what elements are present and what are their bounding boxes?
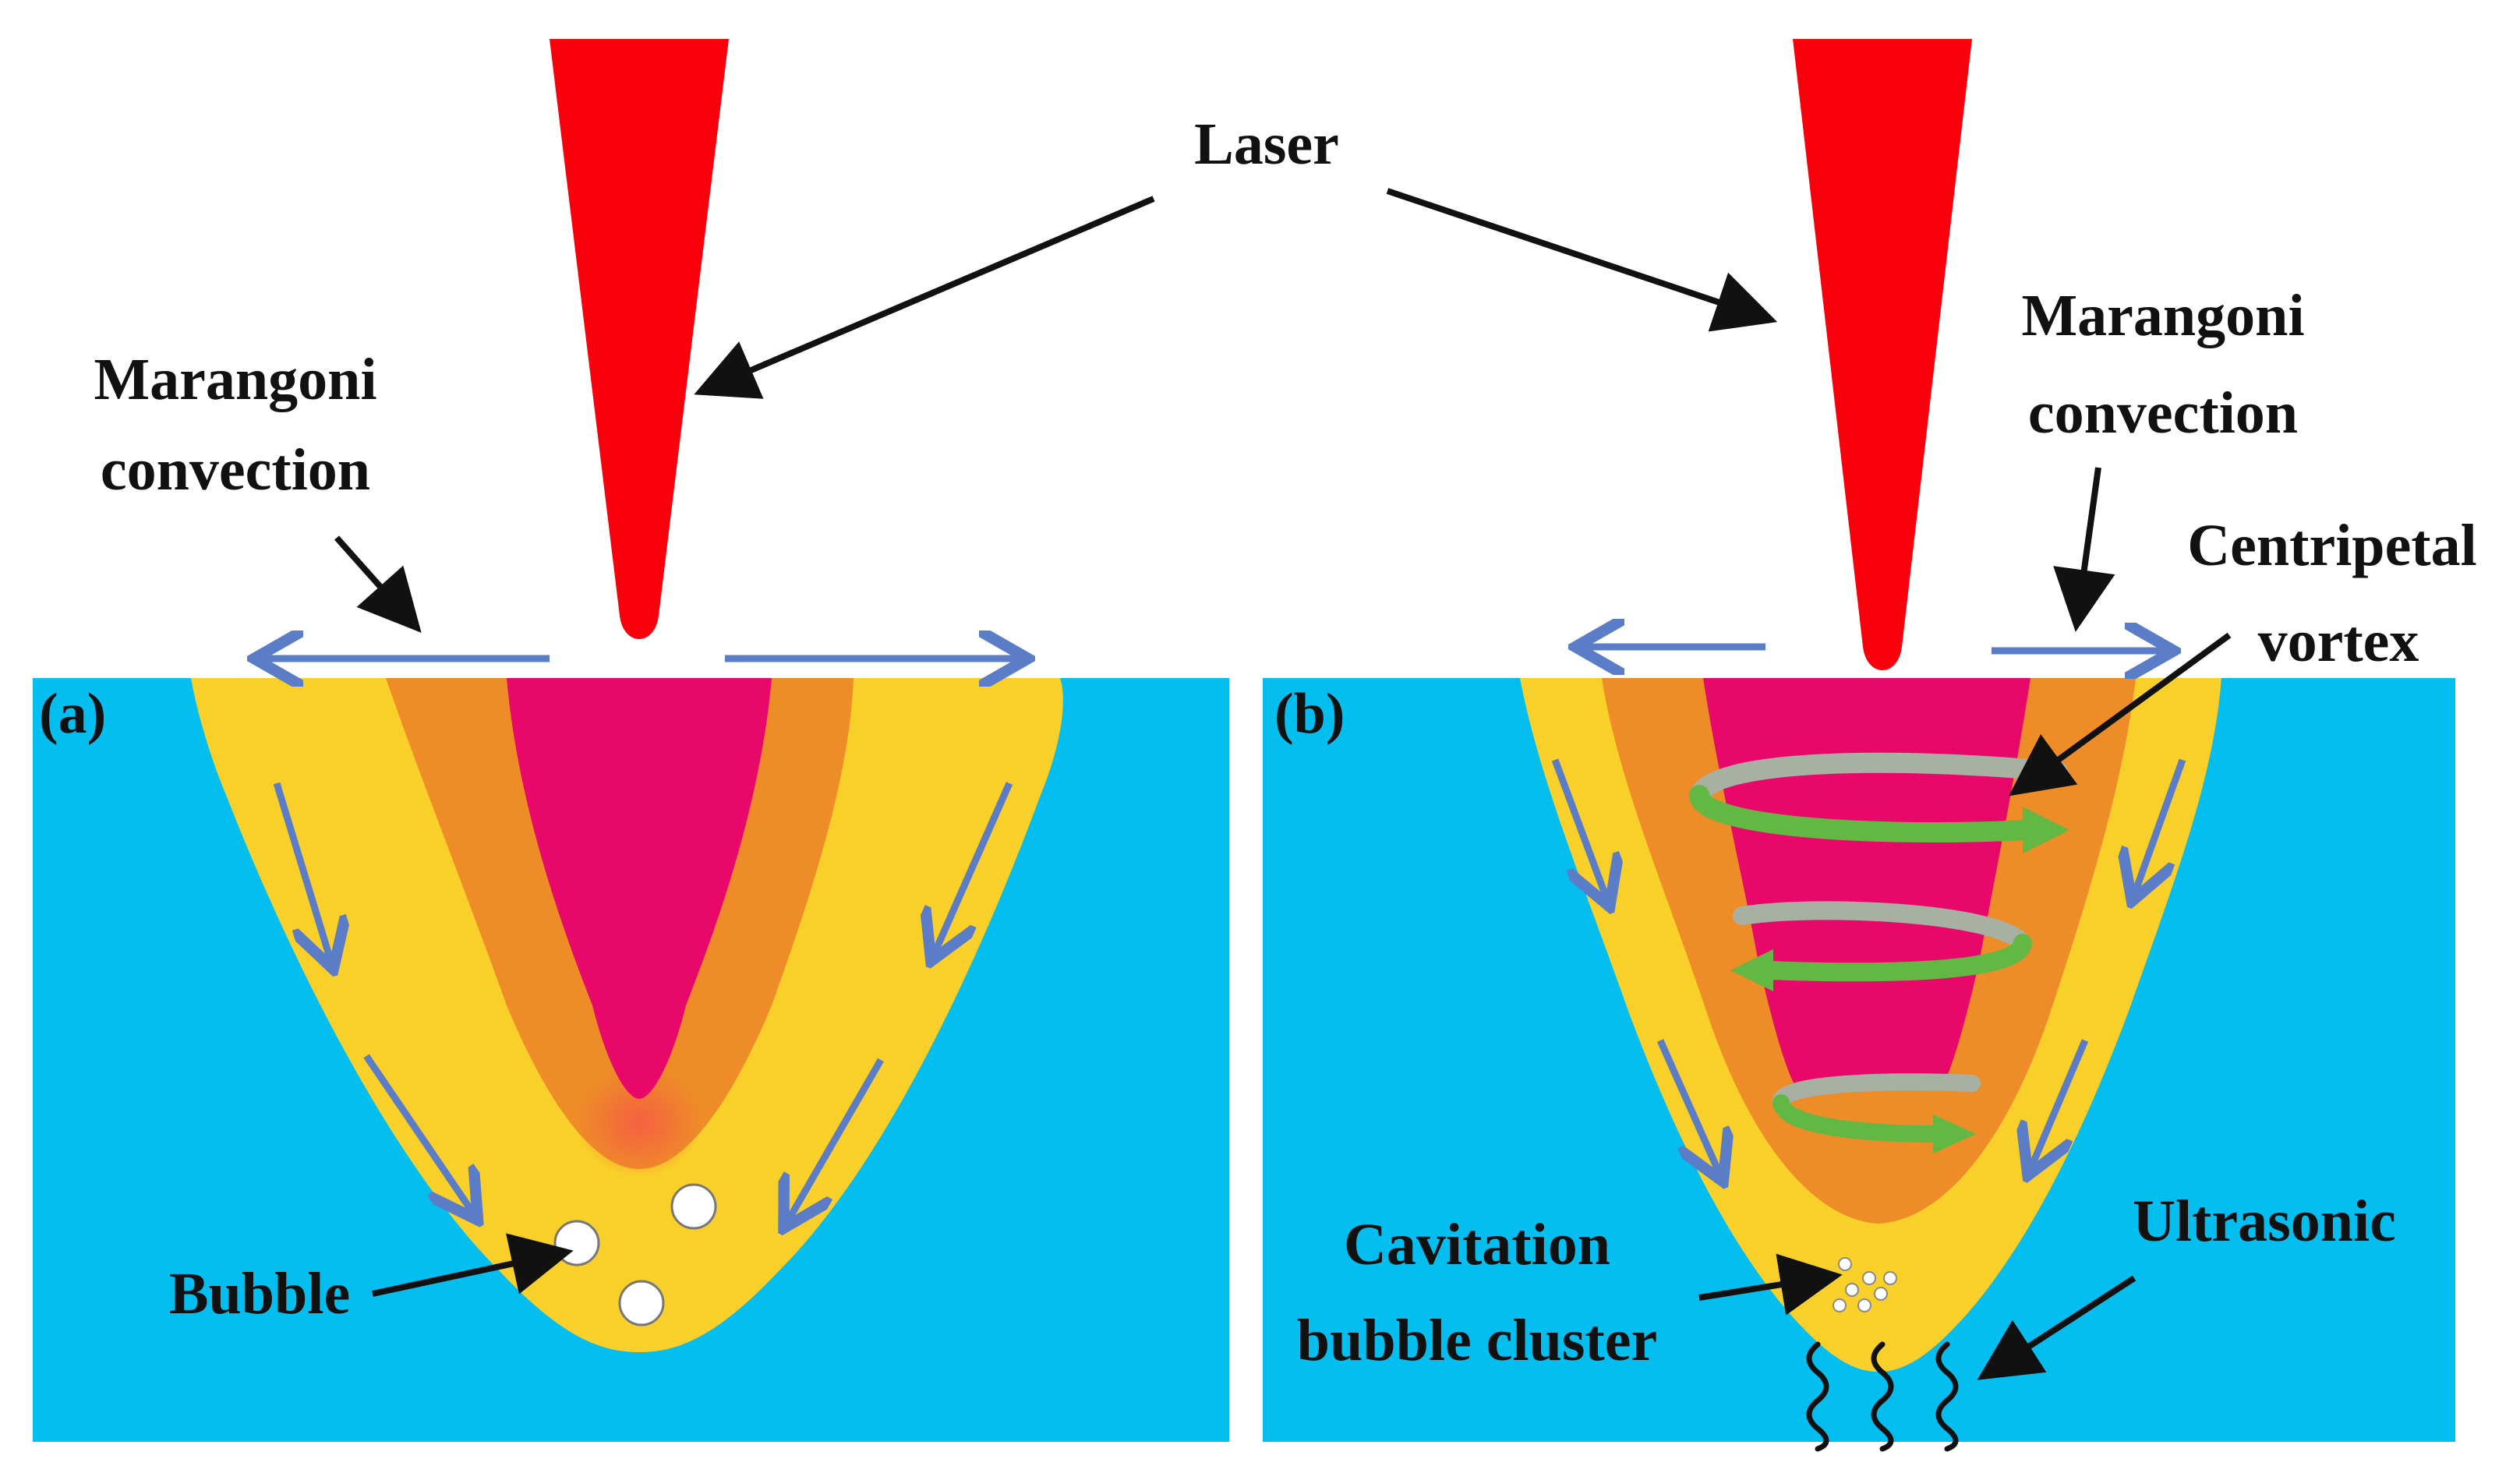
marangoni-pointer-arrow-b <box>2053 467 2115 632</box>
laser-beam-b <box>1793 39 1972 670</box>
micro-bubble <box>1845 1283 1859 1297</box>
vortex-loop-low-front <box>1772 1094 1946 1143</box>
flow-arrow-right-upper-b <box>2134 758 2186 895</box>
centripetal-label-line1: Centripetal <box>2187 513 2476 578</box>
bubble-pointer-arrow <box>372 1233 574 1297</box>
ultrasonic-pointer-arrow <box>1977 1275 2137 1380</box>
cavitation-pointer-arrow <box>1698 1253 1843 1316</box>
bubble-label: Bubble <box>169 1261 350 1326</box>
flow-arrow-right-lower-b <box>2030 1039 2089 1169</box>
pointer-arrows <box>334 188 2232 1380</box>
melt-pool-tip-glow-a <box>577 1068 702 1177</box>
laser-label: Laser <box>1194 111 1339 177</box>
micro-bubble <box>1874 1287 1888 1301</box>
micro-bubble <box>1862 1271 1876 1285</box>
cavitation-label-line2: bubble cluster <box>1297 1308 1657 1373</box>
panel-label-a: (a) <box>39 682 106 746</box>
ultrasonic-wave <box>1935 1341 1959 1452</box>
bubble <box>670 1183 717 1230</box>
vortex-pointer-arrow <box>2009 632 2232 797</box>
vortex-loop-top-front <box>1689 785 2037 842</box>
panel-label-b: (b) <box>1274 682 1345 746</box>
micro-bubble <box>1838 1257 1852 1271</box>
bubble <box>618 1280 665 1326</box>
cavitation-label-line1: Cavitation <box>1344 1212 1610 1277</box>
laser-beam-a <box>550 39 729 639</box>
micro-bubble <box>1857 1298 1871 1312</box>
micro-bubble <box>1833 1298 1847 1312</box>
melt-pool-core-a <box>507 678 772 1099</box>
marangoni-pointer-arrow-a <box>334 535 422 633</box>
ultrasonic-wave <box>1806 1341 1829 1452</box>
marangoni-label-a-line2: convection <box>101 437 370 503</box>
marangoni-label-b-line1: Marangoni <box>2021 283 2304 348</box>
vortex-loop-mid-front <box>1760 934 2032 982</box>
melt-pool-core-b <box>1703 678 2030 1087</box>
marangoni-label-b-line2: convection <box>2028 380 2298 446</box>
vortex-loop-mid-back <box>1733 901 2032 952</box>
flow-arrow-left-upper-a <box>273 782 331 963</box>
micro-bubble <box>1883 1271 1897 1285</box>
laser-pointer-arrow-b <box>1386 188 1778 332</box>
vortex-spiral-icon <box>1689 752 2069 1153</box>
vortex-loop-low-head <box>1933 1114 1976 1153</box>
vortex-loop-top-back <box>1689 752 2068 805</box>
flow-arrow-left-upper-b <box>1551 758 1607 900</box>
vortex-loop-mid-head <box>1730 949 1773 991</box>
bubble <box>553 1220 600 1266</box>
vortex-loop-top-head <box>2023 807 2069 853</box>
panel-a: (a) <box>33 39 1229 1442</box>
ultrasonic-wave-icon <box>1806 1341 1959 1452</box>
laser-pointer-arrow-a <box>694 196 1155 399</box>
marangoni-label-a-line1: Marangoni <box>94 347 376 412</box>
flow-arrow-left-lower-a <box>363 1054 474 1214</box>
ultrasonic-label: Ultrasonic <box>2133 1189 2396 1254</box>
centripetal-label-line2: vortex <box>2258 609 2419 674</box>
ultrasonic-wave <box>1871 1341 1894 1452</box>
flow-arrow-left-lower-b <box>1656 1039 1720 1175</box>
flow-arrow-right-upper-a <box>934 782 1013 955</box>
flow-arrow-right-lower-a <box>787 1058 884 1222</box>
panel-b: (b) <box>1263 39 2455 1452</box>
